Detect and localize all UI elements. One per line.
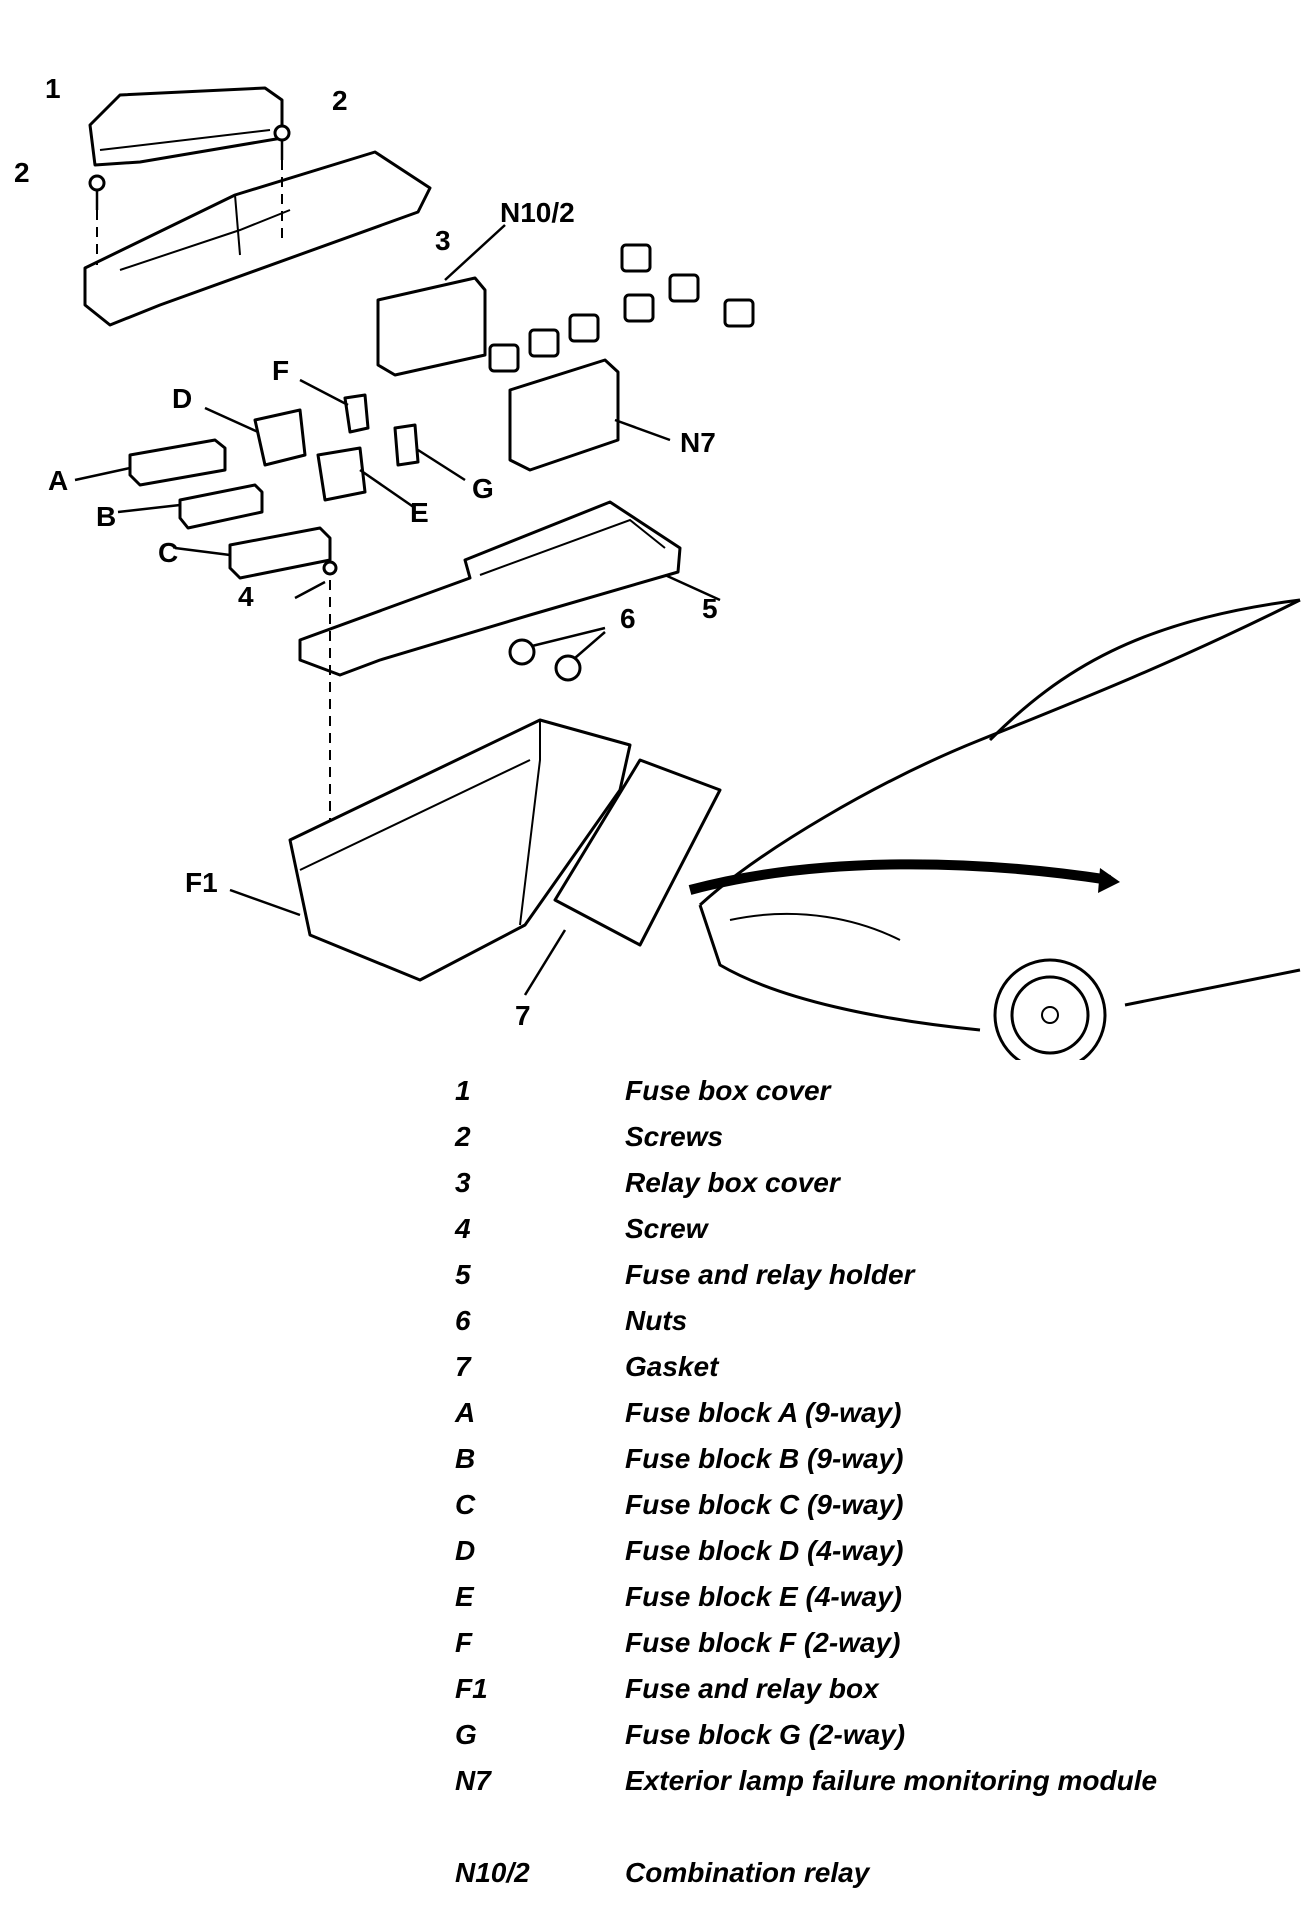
car-illustration xyxy=(688,598,1301,1060)
legend-row: E Fuse block E (4-way) xyxy=(455,1574,1235,1620)
gasket xyxy=(523,758,722,996)
callout-f1: F1 xyxy=(185,867,218,898)
legend-key: 7 xyxy=(455,1351,471,1382)
legend-key: N7 xyxy=(455,1765,491,1796)
legend-key: 2 xyxy=(455,1121,471,1152)
callout-c: C xyxy=(158,537,178,568)
legend-row: N10/2 Combination relay xyxy=(455,1850,1235,1896)
legend-description: Combination relay xyxy=(625,1857,870,1888)
fuse-relay-box xyxy=(229,718,632,982)
exploded-diagram: 1 2 2 3 N10/2 F D N7 A G B E C 4 5 6 F1 … xyxy=(14,73,1301,1060)
legend-row: 3 Relay box cover xyxy=(455,1160,1235,1206)
legend-key: D xyxy=(455,1535,476,1566)
legend-key: 3 xyxy=(455,1167,471,1198)
small-relays xyxy=(488,243,755,373)
callout-2-left: 2 xyxy=(14,157,30,188)
callout-1: 1 xyxy=(45,73,61,104)
legend-key: 1 xyxy=(455,1075,471,1106)
legend-key: 4 xyxy=(455,1213,471,1244)
legend-key: F xyxy=(455,1627,473,1658)
relay-box-cover xyxy=(83,150,432,327)
legend-key: B xyxy=(455,1443,476,1474)
legend-key: 6 xyxy=(455,1305,471,1336)
callout-2-right: 2 xyxy=(332,85,348,116)
combination-relay xyxy=(376,224,506,377)
legend-key: N10/2 xyxy=(455,1857,530,1888)
legend-description: Fuse block B (9-way) xyxy=(625,1443,904,1474)
legend-description: Fuse block A (9-way) xyxy=(625,1397,902,1428)
legend-description: Gasket xyxy=(625,1351,719,1382)
screw-right xyxy=(273,124,291,160)
legend-key: 5 xyxy=(455,1259,471,1290)
legend-row: A Fuse block A (9-way) xyxy=(455,1390,1235,1436)
callout-6: 6 xyxy=(620,603,636,634)
screw-left xyxy=(88,174,106,210)
parts-legend: 1 Fuse box cover 2 Screws 3 Relay box cover 4 S… xyxy=(455,1068,1235,1896)
legend-key: F1 xyxy=(455,1673,488,1704)
legend-row: F Fuse block F (2-way) xyxy=(455,1620,1235,1666)
legend-key: E xyxy=(455,1581,474,1612)
callout-b: B xyxy=(96,501,116,532)
callout-e: E xyxy=(410,497,429,528)
legend-row: 7 Gasket xyxy=(455,1344,1235,1390)
legend-row: N7 Exterior lamp failure monitoring modul… xyxy=(455,1758,1235,1850)
callout-a: A xyxy=(48,465,68,496)
callout-7: 7 xyxy=(515,1000,531,1031)
fuse-box-cover xyxy=(88,86,284,167)
legend-row: 1 Fuse box cover xyxy=(455,1068,1235,1114)
legend-description: Fuse box cover xyxy=(625,1075,831,1106)
legend-row: 5 Fuse and relay holder xyxy=(455,1252,1235,1298)
legend-row: G Fuse block G (2-way) xyxy=(455,1712,1235,1758)
legend-row: B Fuse block B (9-way) xyxy=(455,1436,1235,1482)
callout-f: F xyxy=(272,355,289,386)
callout-n10-2: N10/2 xyxy=(500,197,575,228)
fuse-relay-holder xyxy=(294,500,721,840)
legend-row: 4 Screw xyxy=(455,1206,1235,1252)
legend-description: Fuse block E (4-way) xyxy=(625,1581,902,1612)
callout-5: 5 xyxy=(702,593,718,624)
legend-description: Screws xyxy=(625,1121,724,1152)
legend-description: Fuse and relay box xyxy=(625,1673,879,1704)
legend-description: Fuse block G (2-way) xyxy=(625,1719,906,1750)
legend-row: D Fuse block D (4-way) xyxy=(455,1528,1235,1574)
legend-description: Fuse block D (4-way) xyxy=(625,1535,904,1566)
nuts xyxy=(508,626,606,682)
callout-3: 3 xyxy=(435,225,451,256)
legend-row: 2 Screws xyxy=(455,1114,1235,1160)
legend-key: G xyxy=(455,1719,477,1750)
callout-d: D xyxy=(172,383,192,414)
legend-key: C xyxy=(455,1489,476,1520)
legend-description: Fuse block F (2-way) xyxy=(625,1627,901,1658)
fuse-blocks xyxy=(74,378,466,580)
legend-row: 6 Nuts xyxy=(455,1298,1235,1344)
callout-g: G xyxy=(472,473,494,504)
legend-description: Exterior lamp failure monitoring module xyxy=(625,1765,1158,1796)
legend-description: Nuts xyxy=(625,1305,688,1336)
legend-description: Screw xyxy=(625,1213,708,1244)
legend-row: F1 Fuse and relay box xyxy=(455,1666,1235,1712)
callout-4: 4 xyxy=(238,581,254,612)
legend-description: Fuse block C (9-way) xyxy=(625,1489,904,1520)
legend-row: C Fuse block C (9-way) xyxy=(455,1482,1235,1528)
legend-key: A xyxy=(455,1397,476,1428)
legend-description: Relay box cover xyxy=(625,1167,840,1198)
lamp-monitoring-module xyxy=(508,358,671,472)
callout-n7: N7 xyxy=(680,427,716,458)
legend-description: Fuse and relay holder xyxy=(625,1259,915,1290)
